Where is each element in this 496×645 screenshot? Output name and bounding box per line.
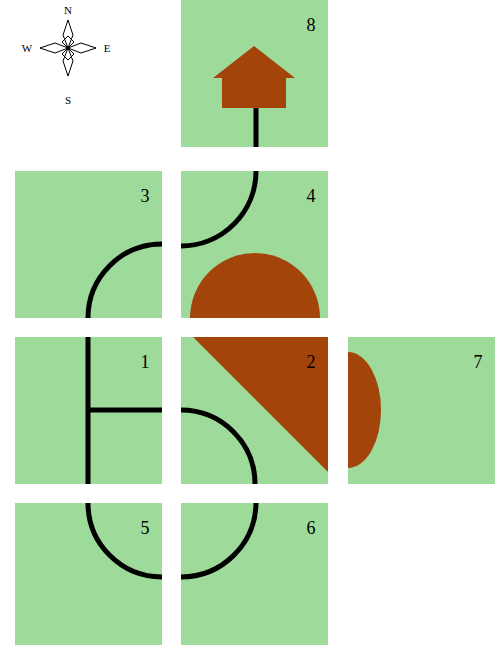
roads <box>88 108 256 577</box>
compass-letter: W <box>22 42 32 54</box>
road <box>181 410 255 484</box>
map-tile: 4 <box>181 171 328 318</box>
tile-number: 5 <box>141 518 150 538</box>
brown-half-disc <box>348 352 381 468</box>
tile-number: 7 <box>474 352 483 372</box>
house-body <box>222 77 286 108</box>
brown-half-disc <box>190 253 320 318</box>
map-tile: 7 <box>348 337 495 484</box>
compass-rose <box>40 20 96 76</box>
tile-number: 8 <box>307 15 316 35</box>
tile-number: 1 <box>141 352 150 372</box>
tile-number: 4 <box>307 186 316 206</box>
road <box>88 503 162 577</box>
compass-letter: S <box>65 94 71 106</box>
compass-letter: N <box>64 4 72 16</box>
road <box>88 244 162 318</box>
map-tile: 5 <box>15 503 162 645</box>
map-tile: 8 <box>181 0 328 147</box>
road <box>181 503 256 577</box>
map-tile: 6 <box>181 503 328 645</box>
map-tile: 3 <box>15 171 162 318</box>
compass-letter: E <box>104 42 111 54</box>
tile-number: 2 <box>307 352 316 372</box>
road <box>88 337 162 484</box>
road <box>181 171 256 246</box>
brown-triangle <box>193 337 328 472</box>
road <box>254 108 259 147</box>
map-tile: 2 <box>181 337 328 484</box>
tile-number: 3 <box>141 186 150 206</box>
house-roof <box>213 46 295 78</box>
tile-number: 6 <box>307 518 316 538</box>
map-tile: 1 <box>15 337 162 484</box>
